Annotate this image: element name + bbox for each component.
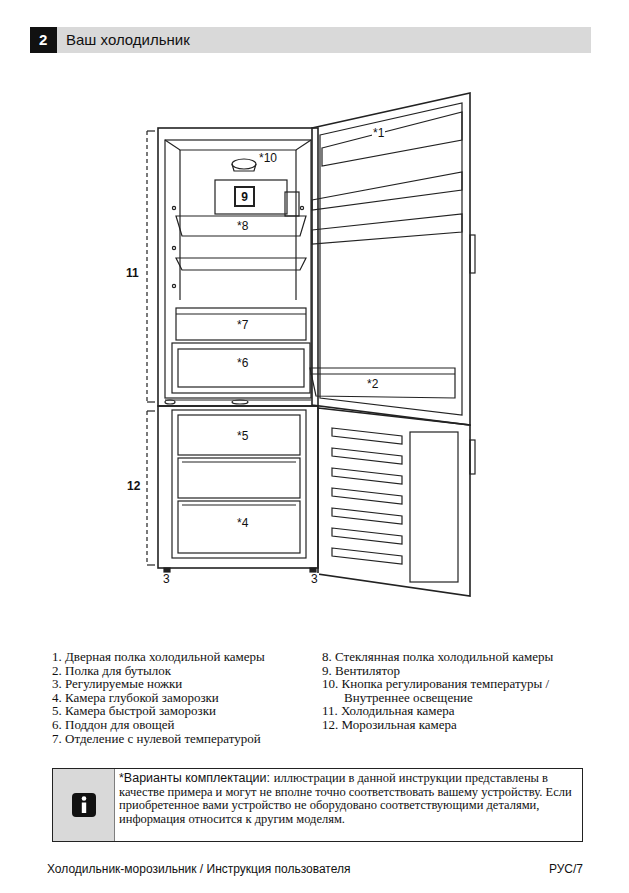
legend-item: 6. Поддон для овощей <box>52 718 318 732</box>
callout-number: *8 <box>236 220 249 233</box>
callout-number: *5 <box>236 430 249 443</box>
legend-item: 12. Морозильная камера <box>322 718 590 732</box>
legend-item: 10. Кнопка регулирования температуры / В… <box>322 677 590 704</box>
callout-number: *7 <box>236 319 249 332</box>
footer-text: Холодильник-морозильник / Инструкция пол… <box>47 862 350 876</box>
callout-number: 3 <box>310 573 319 586</box>
bracket-label: 11 <box>125 267 140 280</box>
bracket-label: 12 <box>126 480 141 493</box>
legend-item: 2. Полка для бутылок <box>52 664 318 678</box>
callout-number: 3 <box>162 573 171 586</box>
part-number-box: 9 <box>234 186 255 207</box>
legend-column: 8. Стеклянная полка холодильной камеры9.… <box>322 650 590 732</box>
callout-number: *1 <box>372 127 385 140</box>
page-number: РУС/7 <box>549 862 583 876</box>
callout-number: *4 <box>236 517 249 530</box>
legend-item: 5. Камера быстрой заморозки <box>52 704 318 718</box>
callout-number: *6 <box>236 357 249 370</box>
legend-item: 8. Стеклянная полка холодильной камеры <box>322 650 590 664</box>
callout-number: *2 <box>366 378 379 391</box>
header-number-box <box>30 27 57 53</box>
note-heading: *Варианты комплектации: <box>119 771 270 785</box>
legend-item: 1. Дверная полка холодильной камеры <box>52 650 318 664</box>
note-box: *Варианты комплектации:иллюстрации в дан… <box>52 768 583 842</box>
note-text: *Варианты комплектации:иллюстрации в дан… <box>119 769 582 829</box>
part-number: 9 <box>241 190 248 204</box>
legend-item: 3. Регулируемые ножки <box>52 677 318 691</box>
header-band <box>30 27 591 53</box>
legend-item: 7. Отделение с нулевой температурой <box>52 732 318 746</box>
legend-item: 4. Камера глубокой заморозки <box>52 691 318 705</box>
callout-number: *10 <box>258 152 278 165</box>
header-number: 2 <box>38 31 48 49</box>
info-icon <box>53 769 115 841</box>
legend-item: 11. Холодильная камера <box>322 704 590 718</box>
page-title: Ваш холодильник <box>66 31 190 49</box>
legend-column: 1. Дверная полка холодильной камеры2. По… <box>52 650 318 745</box>
legend-item: 9. Вентилятор <box>322 664 590 678</box>
